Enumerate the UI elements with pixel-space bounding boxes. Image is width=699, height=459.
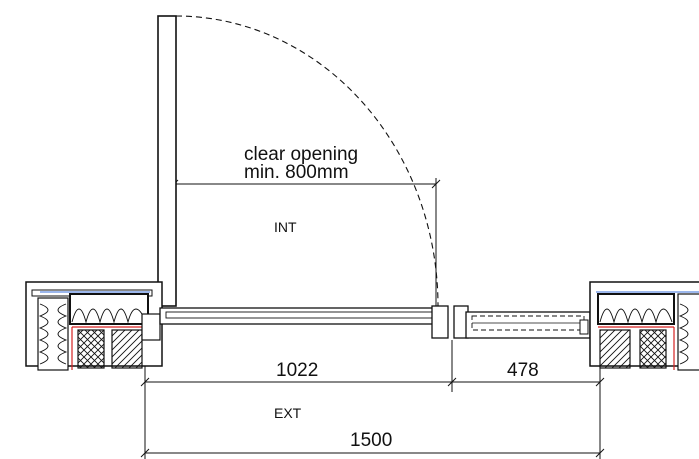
left-wall-section [25,281,163,371]
clear-opening-label-line2: min. 800mm [244,162,349,183]
door-leaf-width-label: 1022 [276,360,318,381]
dimension-lines [140,178,605,459]
side-panel-plan [465,311,591,339]
clear-opening-label-line1: clear opening [244,144,358,165]
side-panel-width-label: 478 [507,360,539,381]
door-frame-plan [159,305,469,339]
exterior-label: EXT [274,405,302,421]
right-wall-section [589,281,699,371]
door-swing-arc [175,15,439,307]
door-leaf-open [157,15,439,307]
interior-label: INT [274,219,297,235]
overall-width-label: 1500 [350,430,392,451]
